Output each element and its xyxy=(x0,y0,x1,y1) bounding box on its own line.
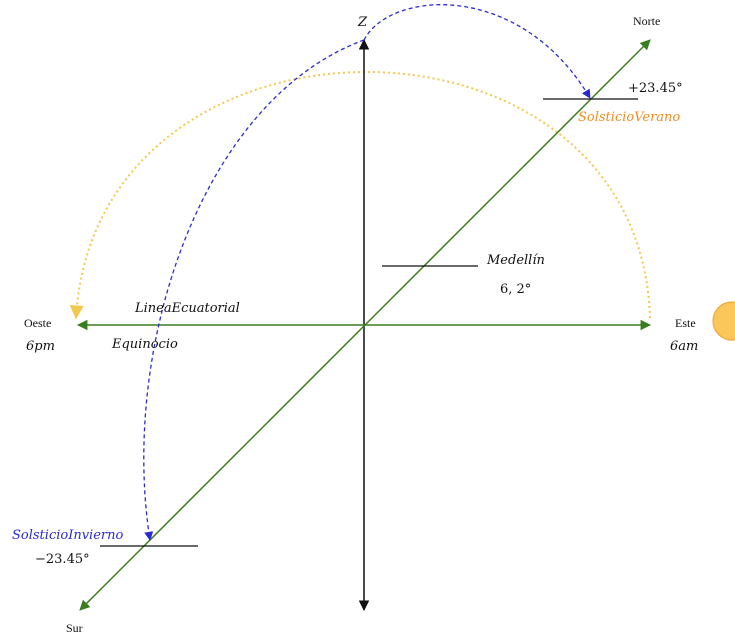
east-time-label: 6am xyxy=(670,339,698,354)
winter-solstice-arc xyxy=(143,39,365,541)
zenith-label: Z xyxy=(357,15,368,30)
east-label: Este xyxy=(675,316,696,330)
equator-label: LineaEcuatorial xyxy=(134,301,240,316)
north-south-axis xyxy=(79,39,651,611)
equinox-label: Equinocio xyxy=(111,337,178,352)
summer-angle-label: +23.45° xyxy=(628,81,683,96)
city-latitude-label: 6, 2° xyxy=(500,282,531,297)
sun-icon xyxy=(712,301,735,341)
winter-angle-label: −23.45° xyxy=(35,552,90,567)
north-label: Norte xyxy=(633,14,660,28)
west-label: Oeste xyxy=(24,316,51,330)
west-time-label: 6pm xyxy=(26,339,55,354)
equinox-arc xyxy=(69,71,651,320)
winter-solstice-label: SolsticioInvierno xyxy=(12,528,123,543)
summer-solstice-label: SolsticioVerano xyxy=(578,110,680,125)
city-label: Medellín xyxy=(486,253,545,268)
south-label: Sur xyxy=(66,621,83,635)
summer-solstice-arc xyxy=(363,4,591,99)
